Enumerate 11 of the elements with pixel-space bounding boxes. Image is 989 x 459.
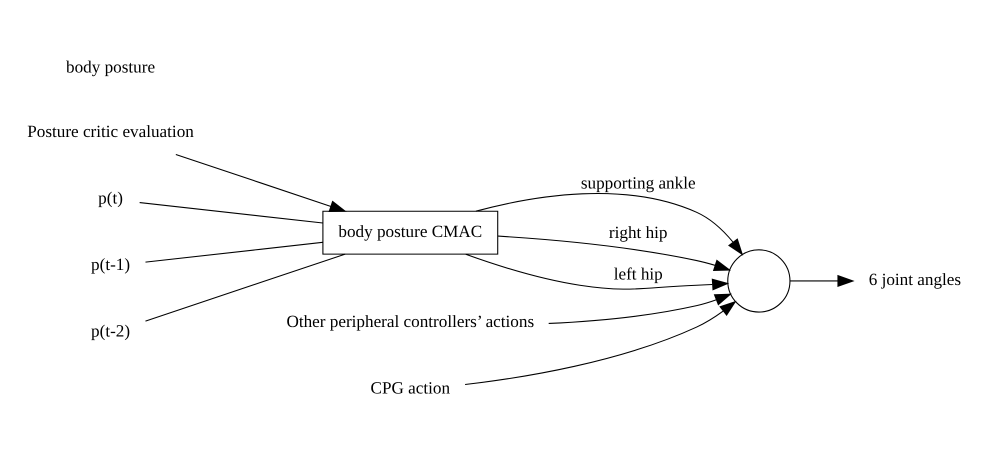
- edge-label: right hip: [608, 222, 668, 242]
- label: body posture: [66, 57, 156, 76]
- node-text: Posture critic evaluation: [27, 122, 194, 141]
- node-text: 6 joint angles: [868, 270, 962, 289]
- node-text: p(t): [98, 188, 123, 208]
- edge-label: supporting ankle: [580, 172, 696, 192]
- node-text: CPG action: [370, 378, 450, 397]
- node-text: p(t-1): [91, 254, 130, 274]
- edge-label: left hip: [614, 264, 663, 284]
- node-text: Other peripheral controllers’ actions: [286, 311, 534, 330]
- node-text: p(t-2): [91, 320, 130, 340]
